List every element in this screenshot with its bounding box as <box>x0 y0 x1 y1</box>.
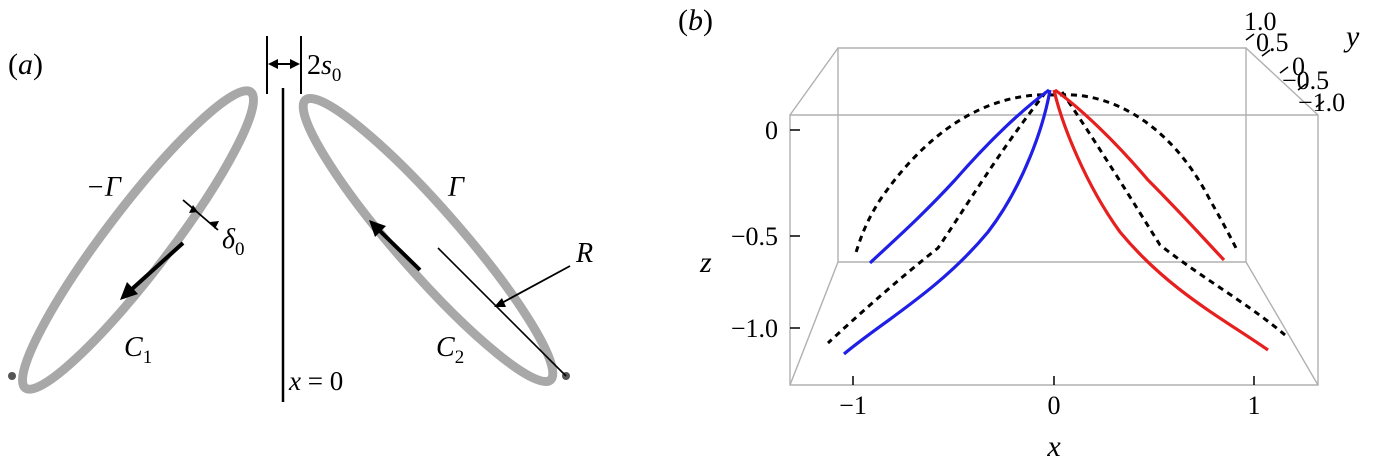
radius-pointer-head <box>494 298 506 307</box>
ring-c2-label: C2 <box>436 332 464 368</box>
trajectories <box>826 88 1286 356</box>
x-tick-label: −1 <box>839 391 867 420</box>
plot-box-edge-bl <box>789 261 839 386</box>
y-tick-mark <box>1297 83 1307 91</box>
panel-a: (a) 2s0 −Γ Γ δ0 <box>8 36 593 402</box>
y-tick-mark <box>1245 33 1255 41</box>
ring-c1-end-mark <box>8 372 16 380</box>
y-axis-ticks <box>1245 33 1325 108</box>
plot-box-front-face <box>789 114 1319 386</box>
vortex-ring-c2 <box>298 93 558 387</box>
direction-arrow-c1-line <box>130 241 185 291</box>
panel-b-label: (b) <box>678 4 713 37</box>
plot-box-back-face <box>837 47 1247 263</box>
y-tick-label: 0 <box>1292 52 1305 81</box>
blue-curve-lower <box>842 89 1052 356</box>
dashed-curve-outer-left <box>853 93 1055 256</box>
dashed-curve-outer-right <box>1059 93 1240 253</box>
dashed-curve-inner-right <box>1060 91 1286 337</box>
y-tick-mark <box>1261 49 1271 57</box>
x-tick-label: 1 <box>1248 391 1261 420</box>
z-axis-ticks <box>790 129 800 329</box>
x-axis-ticks <box>852 376 1255 385</box>
gap-arrowhead-right <box>290 59 300 69</box>
y-tick-label: 0.5 <box>1256 28 1289 57</box>
dashed-curve-inner-left <box>826 91 1048 345</box>
z-axis-label: z <box>699 246 712 279</box>
x-axis-label: x <box>1046 430 1061 463</box>
red-curve-upper <box>1054 88 1226 262</box>
panel-a-label: (a) <box>8 48 43 81</box>
delta-pointer-head-inner <box>210 221 219 229</box>
y-tick-label: 1.0 <box>1244 7 1277 36</box>
plot-box-edge-tl <box>789 47 839 116</box>
circulation-gamma-label: Γ <box>447 172 465 203</box>
direction-arrowhead-c2 <box>369 220 386 237</box>
panel-b: (b) 0 −0.5 <box>678 4 1360 463</box>
circulation-minus-gamma-label: −Γ <box>86 172 122 203</box>
red-curve-lower <box>1052 89 1269 352</box>
delta-pointer-head-outer <box>189 205 198 213</box>
y-axis-label: y <box>1343 20 1360 53</box>
y-tick-label: −0.5 <box>1282 66 1329 95</box>
plot-box <box>789 47 1319 386</box>
z-tick-label: −0.5 <box>731 222 778 251</box>
radius-pointer-line <box>497 265 571 306</box>
x-tick-label: 0 <box>1048 391 1061 420</box>
direction-arrow-c2-line <box>378 229 422 272</box>
radius-label: R <box>575 238 593 269</box>
y-tick-mark <box>1279 66 1289 74</box>
y-tick-label: −1.0 <box>1298 88 1345 117</box>
ring-c1-label: C1 <box>124 332 152 368</box>
plot-box-edge-br <box>1245 261 1319 386</box>
direction-arrowhead-c1 <box>120 282 138 300</box>
symmetry-line-label: x = 0 <box>288 366 343 396</box>
blue-curve-upper <box>868 88 1050 265</box>
plot-box-edge-tr <box>1245 47 1319 116</box>
z-tick-label: 0 <box>765 116 778 145</box>
z-tick-label: −1.0 <box>731 314 778 343</box>
radius-line <box>437 247 567 377</box>
core-thickness-label: δ0 <box>222 224 245 260</box>
gap-arrowhead-left <box>268 59 278 69</box>
gap-label: 2s0 <box>307 50 341 86</box>
y-tick-mark <box>1315 100 1325 108</box>
